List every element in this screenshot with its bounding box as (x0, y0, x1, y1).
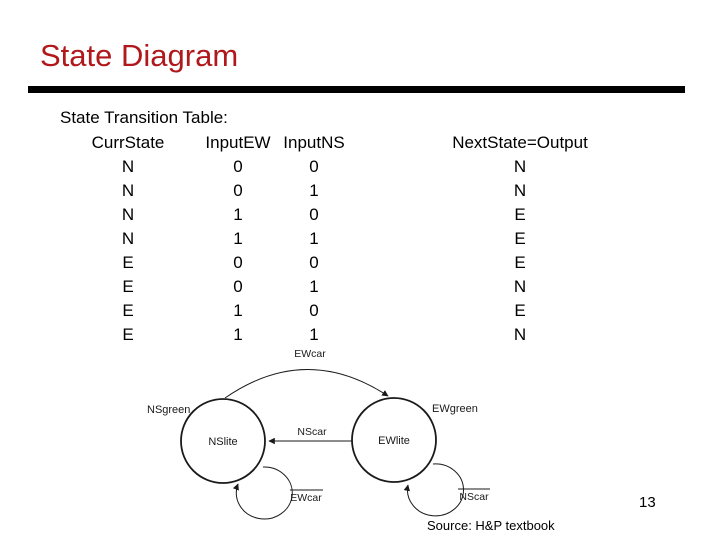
column-spacer (350, 251, 400, 275)
table-row: N 1 0 E (58, 203, 640, 227)
state-transition-table: CurrState InputEW InputNS NextState=Outp… (58, 131, 640, 347)
table-cell: N (513, 181, 527, 200)
table-cell: N (513, 157, 527, 176)
table-row: N 0 1 N (58, 179, 640, 203)
table-cell: 1 (309, 277, 319, 296)
table-cell: 0 (309, 205, 319, 224)
table-cell: E (122, 301, 134, 320)
table-cell: 0 (309, 301, 319, 320)
table-cell: E (122, 253, 134, 272)
table-cell: 1 (309, 325, 319, 344)
self-loop-label-nscar: NScar (459, 491, 489, 503)
column-header-nextstate: NextState=Output (452, 133, 588, 152)
page-number: 13 (639, 494, 656, 511)
table-cell: E (514, 253, 526, 272)
table-row: E 1 0 E (58, 299, 640, 323)
table-cell: E (514, 229, 526, 248)
table-row: E 0 1 N (58, 275, 640, 299)
annotation-ewgreen: EWgreen (432, 403, 478, 415)
transition-label-ewcar: EWcar (294, 348, 326, 360)
state-circle-nslite (180, 398, 266, 484)
title-divider (28, 86, 685, 93)
column-spacer (350, 299, 400, 323)
table-cell: E (514, 205, 526, 224)
table-cell: 0 (309, 253, 319, 272)
source-credit: Source: H&P textbook (427, 518, 555, 533)
table-cell: N (121, 229, 135, 248)
table-cell: 0 (233, 157, 243, 176)
self-loop-label-ewcar: EWcar (290, 492, 322, 504)
self-loop-arrow-nslite (232, 466, 293, 520)
column-header-inputew: InputEW (205, 133, 271, 152)
annotation-nsgreen: NSgreen (147, 404, 190, 416)
column-spacer (350, 203, 400, 227)
state-diagram: NSlite EWlite NSgreen EWgreen EWcar NSca… (147, 348, 490, 520)
table-cell: 1 (233, 301, 243, 320)
table-cell: 1 (233, 205, 243, 224)
table-row: E 1 1 N (58, 323, 640, 347)
transition-arrow-ewcar (224, 369, 389, 399)
table-row: N 1 1 E (58, 227, 640, 251)
column-header-inputns: InputNS (283, 133, 345, 152)
state-circle-ewlite (351, 397, 437, 483)
table-cell: 1 (309, 181, 319, 200)
table-cell: E (514, 301, 526, 320)
table-cell: N (121, 181, 135, 200)
table-header-row: CurrState InputEW InputNS NextState=Outp… (58, 131, 640, 155)
table-cell: E (122, 325, 134, 344)
table-cell: 0 (233, 277, 243, 296)
table-cell: E (122, 277, 134, 296)
table-cell: N (121, 205, 135, 224)
table-cell: N (513, 277, 527, 296)
table-cell: 0 (309, 157, 319, 176)
table-row: N 0 0 N (58, 155, 640, 179)
table-cell: 0 (233, 253, 243, 272)
table-cell: N (121, 157, 135, 176)
column-header-currstate: CurrState (91, 133, 165, 152)
column-spacer (350, 131, 400, 155)
self-loop-arrow-ewlite (403, 463, 464, 517)
column-spacer (350, 155, 400, 179)
table-cell: 1 (233, 325, 243, 344)
column-spacer (350, 275, 400, 299)
transition-label-nscar: NScar (297, 426, 327, 438)
table-row: E 0 0 E (58, 251, 640, 275)
table-cell: N (513, 325, 527, 344)
column-spacer (350, 227, 400, 251)
state-label-ewlite: EWlite (378, 435, 410, 447)
page-title: State Diagram (40, 38, 239, 73)
table-cell: 0 (233, 181, 243, 200)
table-caption: State Transition Table: (60, 108, 228, 127)
table-cell: 1 (233, 229, 243, 248)
state-label-nslite: NSlite (208, 436, 237, 448)
column-spacer (350, 179, 400, 203)
table-cell: 1 (309, 229, 319, 248)
